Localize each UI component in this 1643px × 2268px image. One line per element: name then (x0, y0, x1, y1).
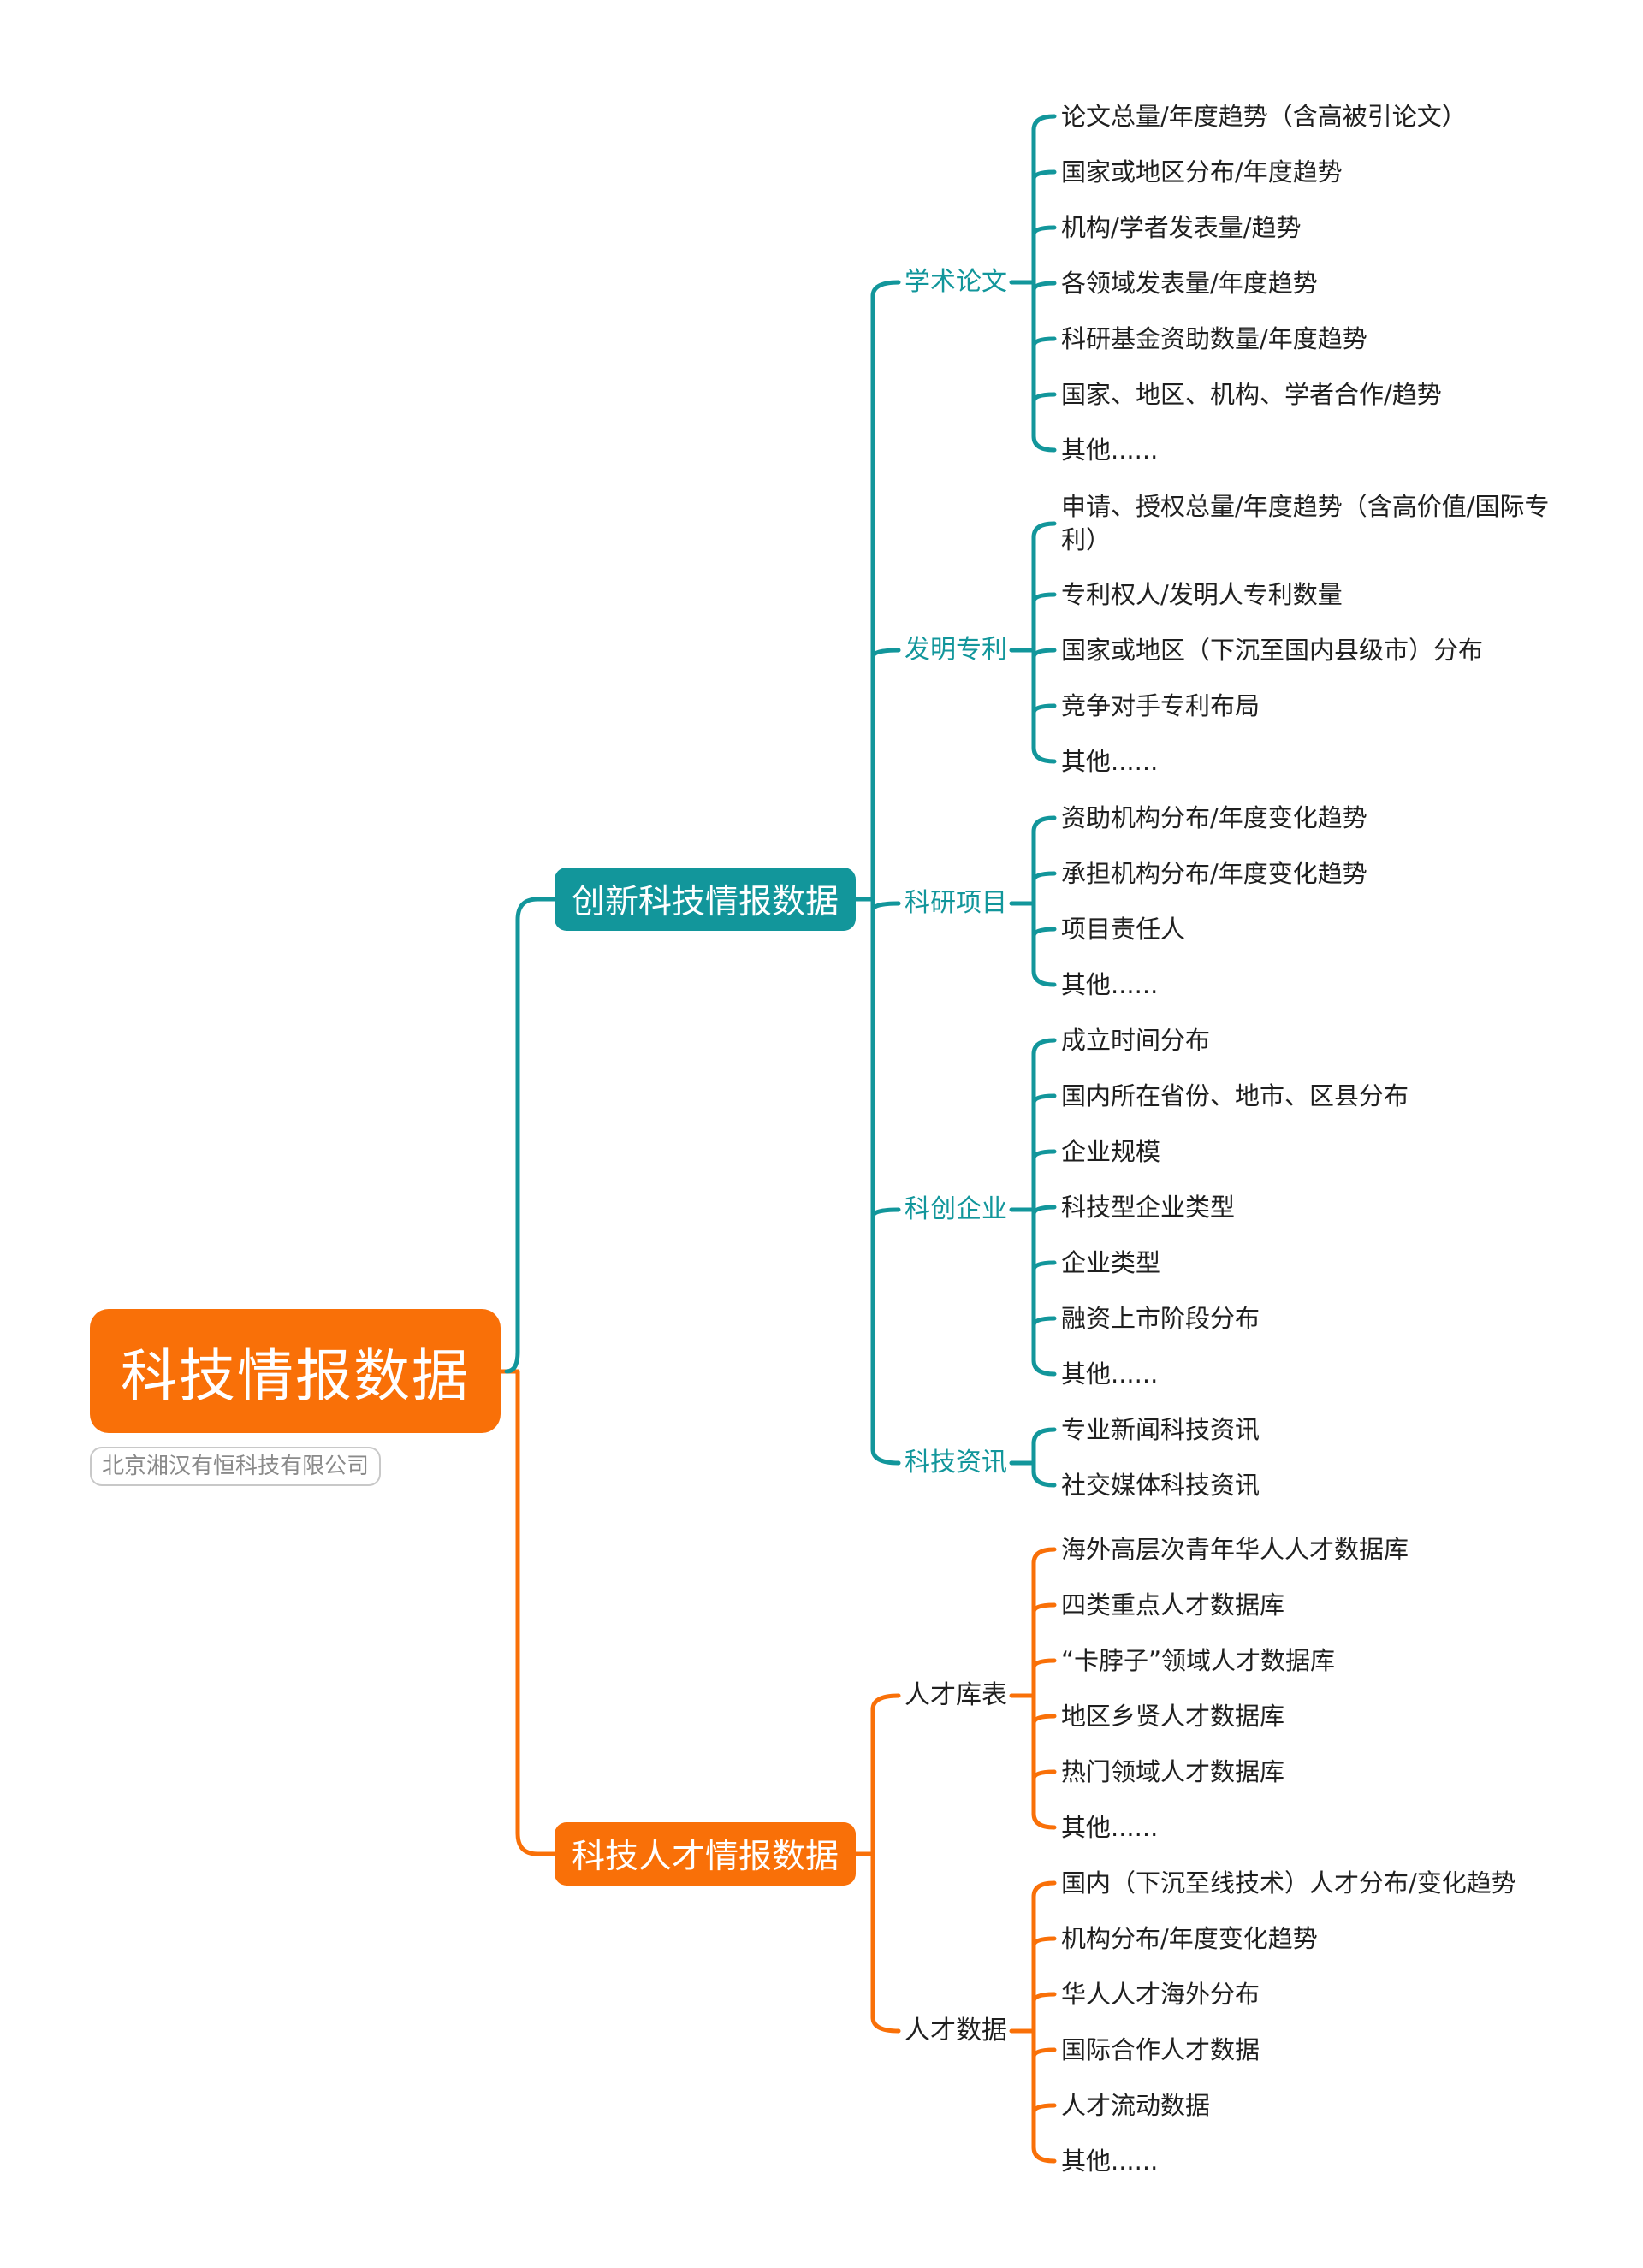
talent-db-leaves-tick (1031, 1714, 1057, 1726)
talent-groups-spine (870, 1693, 901, 2034)
leaf-item: 成立时间分布 (1061, 1026, 1211, 1055)
innovation-groups-tick (870, 1207, 901, 1219)
papers-leaves-tick (1031, 336, 1057, 348)
talent-db-leaves-tick (1031, 1602, 1057, 1614)
leaf-item: 专利权人/发明人专利数量 (1061, 580, 1343, 609)
group-patents: 发明专利 (905, 635, 1007, 665)
leaf-item: 资助机构分布/年度变化趋势 (1061, 803, 1367, 832)
leaf-item: 海外高层次青年华人人才数据库 (1061, 1535, 1409, 1564)
leaf-item: 国家或地区分布/年度趋势 (1061, 157, 1343, 187)
papers-leaves-tick (1031, 281, 1057, 293)
root-title: 科技情报数据 (121, 1342, 470, 1409)
talent-data-leaves-tick (1031, 1936, 1057, 1948)
leaf-item: 其他...... (1061, 435, 1159, 465)
root-to-talent (515, 1369, 540, 1856)
leaf-item: 其他...... (1061, 1359, 1159, 1389)
papers-leaves-spine (1031, 114, 1057, 453)
leaf-item: 论文总量/年度趋势（含高被引论文） (1061, 102, 1467, 131)
enterprise-leaves-spine (1031, 1038, 1057, 1377)
projects-leaves-spine (1031, 815, 1057, 987)
leaf-item: 承担机构分布/年度变化趋势 (1061, 859, 1367, 888)
patents-leaves-tick (1031, 592, 1057, 604)
enterprise-leaves-tick (1031, 1316, 1057, 1328)
talent-db-leaves-tick (1031, 1658, 1057, 1670)
innovation-groups-tick (870, 901, 901, 913)
group-talent-databases: 人才库表 (905, 1680, 1007, 1710)
leaf-item: 人才流动数据 (1061, 2091, 1211, 2120)
projects-leaves-tick (1031, 927, 1057, 939)
talent-data-leaves-tick (1031, 1992, 1057, 2004)
branch-label: 科技人才情报数据 (571, 1838, 839, 1876)
branch-tech-talent-intel: 科技人才情报数据 (555, 1822, 856, 1886)
leaf-item: 热门领域人才数据库 (1061, 1757, 1285, 1786)
enterprise-leaves-tick (1031, 1260, 1057, 1272)
leaf-item: 华人人才海外分布 (1061, 1980, 1260, 2009)
news-leaves-spine (1031, 1427, 1057, 1488)
talent-data-leaves-tick (1031, 2047, 1057, 2059)
talent-data-leaves-spine (1031, 1880, 1057, 2164)
leaf-item: 机构分布/年度变化趋势 (1061, 1924, 1318, 1953)
leaf-item: 各领域发表量/年度趋势 (1061, 269, 1318, 298)
talent-db-leaves-spine (1031, 1547, 1057, 1830)
leaf-item: 科技型企业类型 (1061, 1193, 1236, 1222)
leaf-item: 国家、地区、机构、学者合作/趋势 (1061, 380, 1442, 409)
company-label: 北京湘汉有恒科技有限公司 (90, 1447, 382, 1486)
leaf-item: 国内（下沉至线技术）人才分布/变化趋势 (1061, 1868, 1516, 1898)
leaf-item: 机构/学者发表量/趋势 (1061, 213, 1302, 242)
leaf-item: 其他...... (1061, 2147, 1159, 2176)
leaf-item: 国际合作人才数据 (1061, 2035, 1260, 2064)
group-research-projects: 科研项目 (905, 888, 1007, 918)
leaf-item: 地区乡贤人才数据库 (1061, 1702, 1285, 1731)
branch-innovation-tech-intel: 创新科技情报数据 (555, 868, 856, 931)
enterprise-leaves-tick (1031, 1093, 1057, 1105)
leaf-item: 专业新闻科技资讯 (1061, 1415, 1260, 1444)
leaf-item: 四类重点人才数据库 (1061, 1590, 1285, 1620)
root-to-innovation (504, 897, 540, 1374)
innovation-groups-spine (870, 280, 901, 1466)
leaf-item: 竞争对手专利布局 (1061, 691, 1260, 720)
enterprise-leaves-tick (1031, 1205, 1057, 1217)
leaf-item: 企业类型 (1061, 1248, 1161, 1277)
patents-leaves-spine (1031, 521, 1057, 764)
leaf-item: 其他...... (1061, 970, 1159, 999)
root-node: 科技情报数据 (90, 1309, 501, 1433)
leaf-item: 融资上市阶段分布 (1061, 1304, 1260, 1333)
group-talent-data: 人才数据 (905, 2016, 1007, 2046)
leaf-item: 企业规模 (1061, 1137, 1161, 1166)
leaf-item: 国家或地区（下沉至国内县级市）分布 (1061, 636, 1484, 665)
patents-leaves-tick (1031, 648, 1057, 660)
group-tech-enterprises: 科创企业 (905, 1194, 1007, 1224)
group-tech-news: 科技资讯 (905, 1448, 1007, 1477)
leaf-item: 项目责任人 (1061, 915, 1186, 944)
patents-leaves-tick (1031, 703, 1057, 715)
leaf-item: 社交媒体科技资讯 (1061, 1471, 1260, 1500)
papers-leaves-tick (1031, 169, 1057, 181)
group-academic-papers: 学术论文 (905, 267, 1007, 297)
leaf-item: 申请、授权总量/年度趋势（含高价值/国际专利） (1061, 492, 1550, 554)
innovation-groups-tick (870, 648, 901, 660)
leaf-item: 国内所在省份、地市、区县分布 (1061, 1081, 1409, 1110)
branch-label: 创新科技情报数据 (571, 883, 839, 921)
leaf-item: “卡脖子”领域人才数据库 (1061, 1646, 1336, 1675)
talent-data-leaves-tick (1031, 2103, 1057, 2115)
papers-leaves-tick (1031, 392, 1057, 404)
talent-db-leaves-tick (1031, 1769, 1057, 1781)
leaf-item: 科研基金资助数量/年度趋势 (1061, 324, 1367, 353)
leaf-item: 其他...... (1061, 747, 1159, 776)
leaf-item: 其他...... (1061, 1813, 1159, 1842)
papers-leaves-tick (1031, 225, 1057, 237)
enterprise-leaves-tick (1031, 1149, 1057, 1161)
projects-leaves-tick (1031, 871, 1057, 883)
